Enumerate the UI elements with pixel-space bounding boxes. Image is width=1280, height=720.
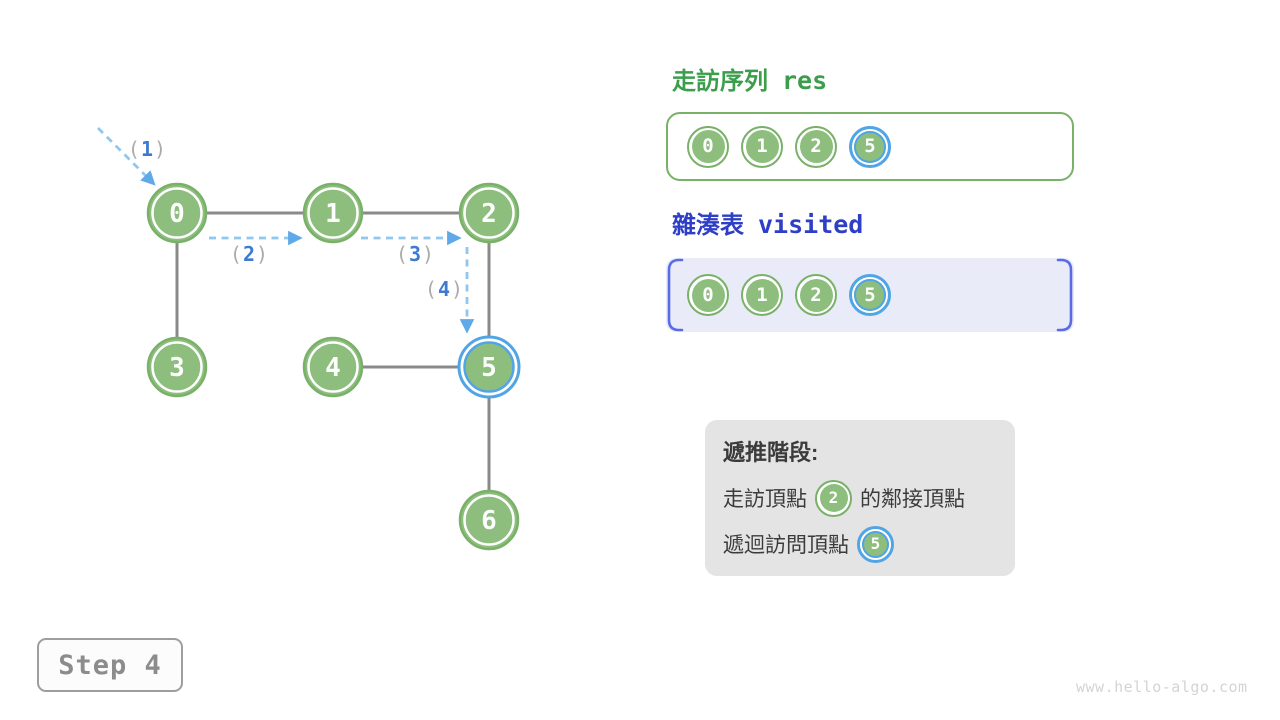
node-chip-label: 5 [854,130,886,163]
graph-node-label: 6 [481,506,497,536]
graph-node-0: 0 [146,182,208,244]
graph-svg: (1) (2) (3) (4) 0 1 2 3 4 5 6 [97,127,521,551]
node-chip-label: 2 [819,484,848,512]
status-line2-node: 5 [857,525,894,563]
visited-panel-title: 雜湊表 visited [672,205,863,240]
visited-title-code: visited [758,210,864,239]
node-chip-label: 1 [745,130,779,163]
status-title: 遞推階段: [723,440,819,465]
node-chip-5: 5 [857,525,894,563]
status-line1-node: 2 [815,479,852,517]
graph-node-3: 3 [146,336,208,398]
traversal-order-label-4: (4) [425,277,463,301]
node-chip-2: 2 [815,479,852,517]
graph-node-label: 2 [481,199,497,229]
node-chip-1: 1 [741,125,783,168]
node-chip-5: 5 [849,274,891,316]
node-chip-1: 1 [741,274,783,316]
step-badge: Step 4 [37,638,183,692]
status-line1-prefix: 走訪頂點 [723,488,807,511]
node-chip-label: 0 [691,130,725,163]
node-chip-label: 2 [799,278,833,312]
res-panel-title: 走訪序列 res [672,61,827,96]
node-chip-label: 0 [691,278,725,312]
graph-node-label: 4 [325,353,341,383]
node-chip-5: 5 [849,125,891,168]
graph-node-label: 3 [169,353,185,383]
graph-node-label: 0 [169,199,185,229]
graph-node-label: 1 [325,199,341,229]
status-line1-suffix: 的鄰接頂點 [860,488,965,511]
node-chip-label: 5 [862,530,889,558]
status-line2-prefix: 遞迴訪問頂點 [723,534,849,557]
graph-node-label: 5 [481,353,497,383]
status-line-1: 走訪頂點 2 的鄰接頂點 [723,479,997,517]
graph-node-5: 5 [457,335,521,399]
traversal-order-label-3: (3) [396,242,434,266]
graph-node-4: 4 [302,336,364,398]
graph-node-2: 2 [458,182,520,244]
res-title-code: res [782,66,828,95]
node-chip-label: 1 [745,278,779,312]
node-chip-0: 0 [687,274,729,316]
status-box: 遞推階段: 走訪頂點 2 的鄰接頂點 遞迴訪問頂點 5 [705,420,1015,576]
node-chip-label: 2 [799,130,833,163]
traversal-arrow-1 [97,127,156,186]
node-chip-label: 5 [854,279,886,311]
visited-title-zh: 雜湊表 [672,212,744,239]
watermark: www.hello-algo.com [1076,678,1248,696]
traversal-order-label-2: (2) [230,242,268,266]
node-chip-0: 0 [687,125,729,168]
graph-node-1: 1 [302,182,364,244]
res-title-zh: 走訪序列 [672,68,768,95]
graph-node-6: 6 [458,489,520,551]
traversal-order-label-1: (1) [128,137,166,161]
status-line-2: 遞迴訪問頂點 5 [723,525,997,563]
node-chip-2: 2 [795,274,837,316]
node-chip-2: 2 [795,125,837,168]
